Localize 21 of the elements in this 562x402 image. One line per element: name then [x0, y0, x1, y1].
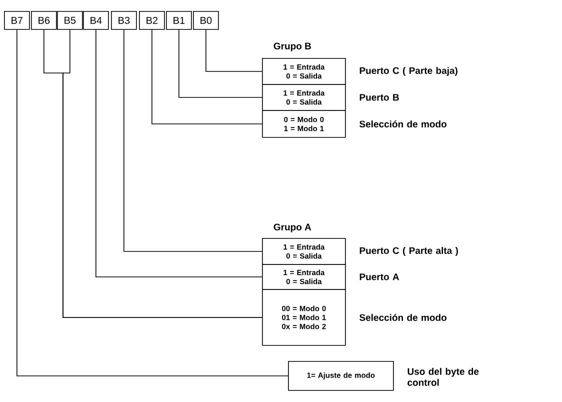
port-label: Puerto A — [360, 274, 400, 280]
port-label: Selección de modo — [359, 314, 446, 321]
bit-cell: B7 — [4, 11, 30, 30]
port-label: Puerto C ( Parte alta ) — [360, 246, 458, 256]
bit-cell: B4 — [83, 11, 109, 30]
port-label: Uso del byte de control — [408, 368, 479, 386]
port-label: Selección de modo — [359, 120, 446, 128]
bit-cell: B2 — [139, 11, 165, 30]
bit-cell: B1 — [166, 11, 192, 30]
connector-line — [96, 29, 262, 278]
connector-line — [152, 29, 262, 124]
port-label: Puerto C ( Parte baja) — [360, 66, 458, 76]
bit-cell: B3 — [111, 11, 137, 30]
connector-line — [206, 29, 262, 72]
connector-line — [124, 29, 262, 252]
bit-cell: B5 — [57, 11, 83, 30]
bit-cell: B0 — [193, 11, 219, 30]
bit-cell: B6 — [31, 11, 57, 30]
connector-line — [16, 29, 288, 376]
connector-line — [178, 29, 262, 98]
port-label: Puerto B — [360, 94, 399, 101]
